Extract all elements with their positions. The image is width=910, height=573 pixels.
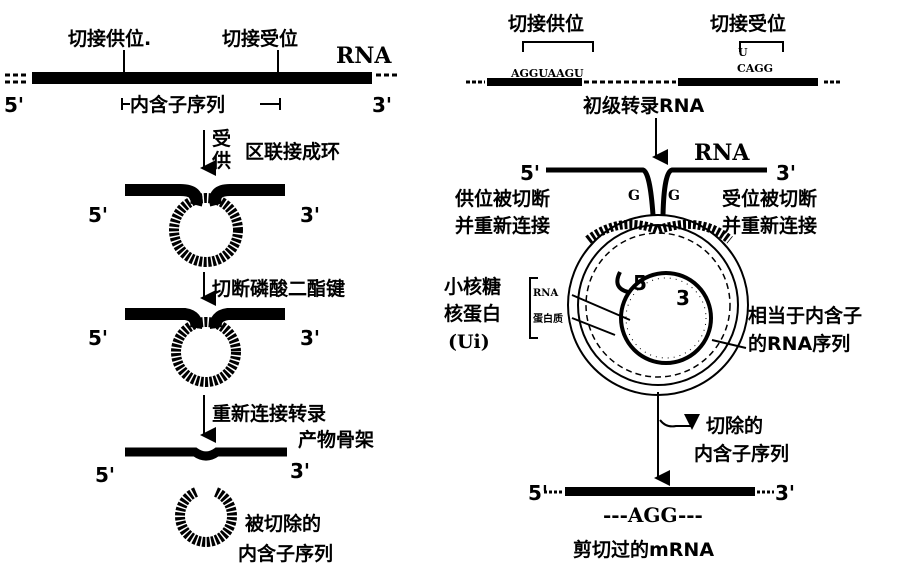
right-panel: 切接供位 切接受位 AGGUAAGU U CAGG 初级转录RNA RNA 5'…: [444, 12, 862, 561]
left-rna-label: RNA: [336, 43, 392, 69]
right-five-prime: 5': [520, 161, 540, 185]
right-rna-label: RNA: [694, 140, 750, 166]
snrnp-label-b: 核蛋白: [444, 302, 501, 325]
excised-intron-loop: [175, 487, 237, 547]
primary-rna-strand: [32, 72, 372, 84]
rejoined-five: 5': [95, 463, 115, 487]
left-five-prime: 5': [4, 93, 24, 117]
left-acceptor-label: 切接受位: [222, 27, 298, 50]
mrna-three: 3': [775, 481, 795, 505]
acceptor-cut-label-b: 并重新连接: [722, 214, 817, 237]
left-intron-label: 内含子序列: [130, 93, 225, 116]
loop1-three: 3': [300, 203, 320, 227]
donor-cut-label-b: 并重新连接: [455, 214, 550, 237]
g-left: G: [628, 188, 640, 204]
loop2-three: 3': [300, 326, 320, 350]
loop1-five: 5': [88, 203, 108, 227]
right-removed-label-a: 切除的: [706, 414, 763, 437]
spliced-mrna-label: 剪切过的mRNA: [573, 538, 714, 561]
left-removed-label-a: 被切除的: [245, 512, 321, 535]
step1-label-b: 供: [211, 149, 231, 172]
bracket-rna: RNA: [533, 288, 558, 299]
g-right: G: [668, 188, 680, 204]
snrnp-label-c: (Ui): [448, 331, 490, 353]
right-donor-label: 切接供位: [508, 12, 584, 35]
intron-equiv-label-a: 相当于内含子: [748, 304, 862, 327]
donor-cut-label-a: 供位被切断: [454, 187, 550, 210]
right-acceptor-label: 切接受位: [710, 12, 786, 35]
step1-label-a: 受: [212, 127, 231, 150]
inner-five: 5: [633, 271, 647, 295]
rejoined-three: 3': [290, 459, 310, 483]
right-removed-label-b: 内含子序列: [694, 442, 789, 465]
intron-loop-1: 5' 3': [88, 184, 320, 267]
left-donor-label: 切接供位.: [68, 27, 151, 50]
step3-label-b: 产物骨架: [298, 428, 374, 451]
step3-label-a: 重新连接转录: [212, 402, 326, 425]
acceptor-u: U: [738, 46, 748, 59]
intron-equiv-label-b: 的RNA序列: [748, 332, 850, 355]
loop2-five: 5': [88, 326, 108, 350]
left-three-prime: 3': [372, 93, 392, 117]
acceptor-sequence: CAGG: [737, 62, 773, 75]
intron-loop-2: 5' 3': [88, 308, 320, 387]
left-removed-label-b: 内含子序列: [238, 542, 333, 565]
left-panel: 切接供位. 切接受位 RNA 5' 3' 内含子序列 受 供 区联接成环 5' …: [4, 27, 398, 565]
bracket-protein: 蛋白质: [533, 312, 563, 325]
step1-label-c: 区联接成环: [245, 140, 340, 163]
mrna-five: 5': [528, 481, 548, 505]
primary-transcript-label: 初级转录RNA: [583, 94, 705, 117]
spliced-mrna-strand: [565, 487, 755, 496]
step2-label: 切断磷酸二酯键: [212, 277, 345, 300]
snrnp-label-a: 小核糖: [444, 275, 501, 298]
rejoined-rna: [125, 447, 287, 461]
donor-sequence: AGGUAAGU: [510, 67, 584, 80]
right-three-prime: 3': [776, 161, 796, 185]
inner-three: 3: [676, 286, 690, 310]
mrna-sequence: ---AGG---: [603, 503, 703, 527]
acceptor-cut-label-a: 受位被切断: [722, 187, 817, 210]
